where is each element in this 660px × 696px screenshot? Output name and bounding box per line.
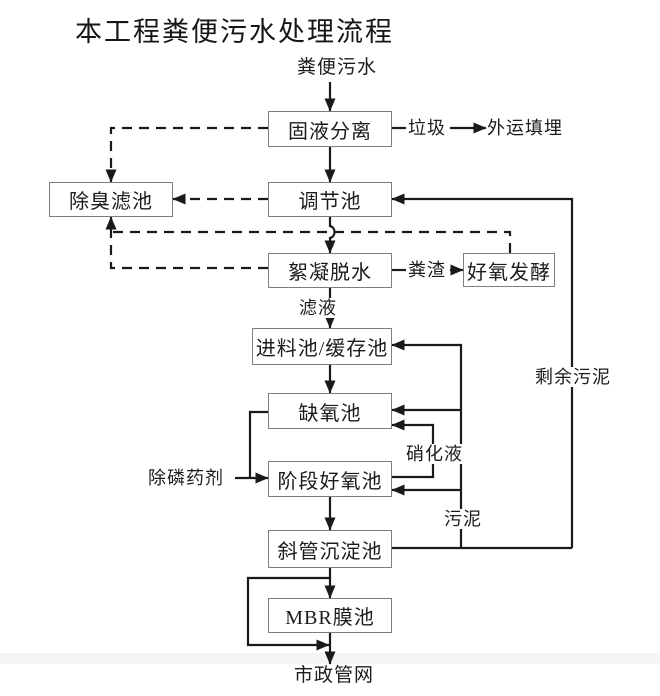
label-excess-sludge: 剩余污泥 xyxy=(533,367,613,387)
node-feed-buffer-tank: 进料池/缓存池 xyxy=(252,328,392,365)
node-mbr-membrane-tank: MBR膜池 xyxy=(268,598,392,633)
label-municipal-pipe-network: 市政管网 xyxy=(294,665,375,686)
diagram-title: 本工程粪便污水处理流程 xyxy=(75,17,394,47)
label-filtrate: 滤液 xyxy=(297,298,339,318)
label-garbage: 垃圾 xyxy=(408,118,446,138)
edge-odor-fermentation-branch xyxy=(111,230,512,253)
label-fecal-residue: 粪渣 xyxy=(408,260,446,280)
edge-anoxic-left-down xyxy=(248,410,268,478)
edge-mbr-bypass xyxy=(246,576,330,651)
label-outbound-landfill: 外运填埋 xyxy=(487,118,563,138)
label-phosphorus-removal-agent: 除磷药剂 xyxy=(148,468,224,488)
node-solid-liquid-separation: 固液分离 xyxy=(268,111,392,147)
label-nitrified-liquid: 硝化液 xyxy=(404,444,465,464)
node-regulating-tank: 调节池 xyxy=(268,182,392,217)
scan-artifact-band xyxy=(0,653,660,664)
node-anoxic-tank: 缺氧池 xyxy=(268,393,392,429)
node-staged-aerobic-tank: 阶段好氧池 xyxy=(268,461,392,497)
node-flocculation-dewatering: 絮凝脱水 xyxy=(268,253,392,288)
node-aerobic-fermentation: 好氧发酵 xyxy=(463,253,555,287)
edge-regulating-to-flocculation xyxy=(324,217,336,254)
node-inclined-tube-sedimentation-tank: 斜管沉淀池 xyxy=(268,530,392,568)
edge-excess-sludge-to-regulating xyxy=(391,193,574,548)
edge-odor-flocculation-to-deodor xyxy=(105,216,268,270)
node-deodorization-filter: 除臭滤池 xyxy=(49,182,173,217)
edge-odor-separation-to-deodor xyxy=(105,126,268,183)
label-source-sewage: 粪便污水 xyxy=(297,57,378,78)
label-sludge: 污泥 xyxy=(442,509,484,529)
edge-sludge-to-feed xyxy=(391,339,463,548)
